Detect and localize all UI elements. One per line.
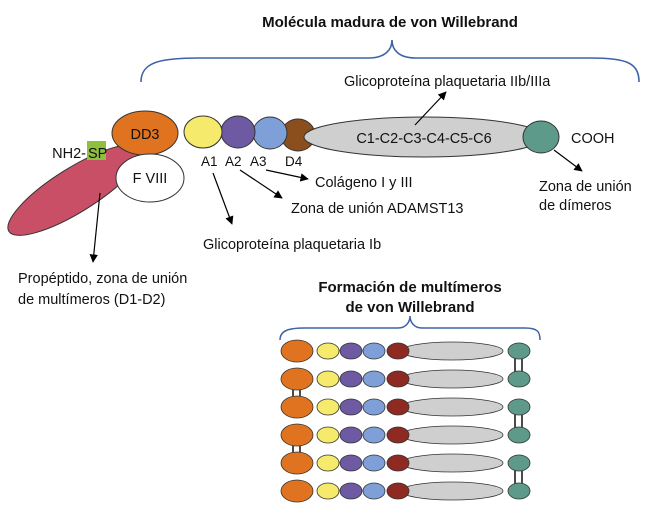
- multimer-d4-1: [386, 370, 410, 388]
- multimer-a3-4: [362, 454, 386, 472]
- arrow-propeptide: [89, 192, 101, 263]
- multimer-a1-5: [316, 482, 340, 500]
- multimer-c-domains-4: [400, 453, 504, 473]
- top-brace: [140, 39, 640, 83]
- multimer-d4-4: [386, 454, 410, 472]
- multimer-cooh-0: [507, 342, 531, 360]
- multimer-a1-3: [316, 426, 340, 444]
- label-propeptide-line1: Propéptido, zona de unión: [18, 271, 187, 287]
- label-adamts13: Zona de unión ADAMST13: [291, 201, 464, 217]
- multimer-a1-2: [316, 398, 340, 416]
- arrow-gpiibiiia: [414, 91, 447, 126]
- multimer-a3-1: [362, 370, 386, 388]
- main-title: Molécula madura de von Willebrand: [262, 14, 518, 31]
- arrow-collagen: [265, 169, 309, 182]
- multimer-dd3-1: [280, 367, 314, 391]
- multimer-a3-2: [362, 398, 386, 416]
- multimer-cooh-1: [507, 370, 531, 388]
- multimer-cooh-5: [507, 482, 531, 500]
- multimer-a2-2: [339, 398, 363, 416]
- multimer-a1-1: [316, 370, 340, 388]
- label-propeptide-line2: de multímeros (D1-D2): [18, 292, 165, 308]
- multimer-brace: [279, 315, 541, 341]
- multimer-a2-4: [339, 454, 363, 472]
- multimer-a3-5: [362, 482, 386, 500]
- multimer-a3-0: [362, 342, 386, 360]
- label-gpib: Glicoproteína plaquetaria Ib: [203, 237, 381, 253]
- multimer-c-domains-1: [400, 369, 504, 389]
- multimer-a3-3: [362, 426, 386, 444]
- multimer-cooh-2: [507, 398, 531, 416]
- d4-label: D4: [285, 154, 303, 169]
- multimer-a2-5: [339, 482, 363, 500]
- multimer-c-domains-5: [400, 481, 504, 501]
- label-collagen: Colágeno I y III: [315, 175, 413, 191]
- cooh-domain: [522, 120, 560, 154]
- multimer-dd3-4: [280, 451, 314, 475]
- fviii-label: F VIII: [133, 171, 168, 187]
- a3-label: A3: [250, 154, 267, 169]
- multimer-dd3-0: [280, 339, 314, 363]
- dd3-label: DD3: [130, 127, 159, 143]
- nh2-terminus-label: NH2-: [52, 146, 86, 162]
- multimer-a1-0: [316, 342, 340, 360]
- multimer-c-domains-2: [400, 397, 504, 417]
- multimer-a2-1: [339, 370, 363, 388]
- fviii-binding: [115, 153, 185, 203]
- a1-label: A1: [201, 154, 218, 169]
- label-dimer-line1: Zona de unión: [539, 179, 632, 195]
- c-domains-label: C1-C2-C3-C4-C5-C6: [356, 131, 491, 147]
- multimer-c-domains-3: [400, 425, 504, 445]
- arrow-adamts13: [239, 169, 283, 199]
- label-dimer-line2: de dímeros: [539, 198, 612, 214]
- multimer-title-line2: de von Willebrand: [345, 299, 474, 316]
- multimer-title-line1: Formación de multímeros: [318, 279, 501, 296]
- sp-label: SP: [88, 146, 107, 162]
- multimer-dd3-3: [280, 423, 314, 447]
- arrow-dimer: [553, 149, 583, 172]
- multimer-cooh-4: [507, 454, 531, 472]
- multimer-a2-3: [339, 426, 363, 444]
- multimer-d4-3: [386, 426, 410, 444]
- multimer-d4-2: [386, 398, 410, 416]
- multimer-a1-4: [316, 454, 340, 472]
- arrow-gpib: [212, 172, 234, 225]
- multimer-cooh-3: [507, 426, 531, 444]
- multimer-stack: [280, 339, 531, 503]
- a1-domain: [183, 115, 223, 149]
- cooh-label: COOH: [571, 131, 615, 147]
- a2-label: A2: [225, 154, 242, 169]
- a3-domain: [252, 116, 288, 150]
- multimer-c-domains-0: [400, 341, 504, 361]
- multimer-d4-5: [386, 482, 410, 500]
- signal-peptide: [87, 141, 106, 160]
- multimer-d4-0: [386, 342, 410, 360]
- multimer-dd3-2: [280, 395, 314, 419]
- multimer-dd3-5: [280, 479, 314, 503]
- a2-domain: [220, 115, 256, 149]
- label-gpiibiiia: Glicoproteína plaquetaria IIb/IIIa: [344, 74, 551, 90]
- multimer-a2-0: [339, 342, 363, 360]
